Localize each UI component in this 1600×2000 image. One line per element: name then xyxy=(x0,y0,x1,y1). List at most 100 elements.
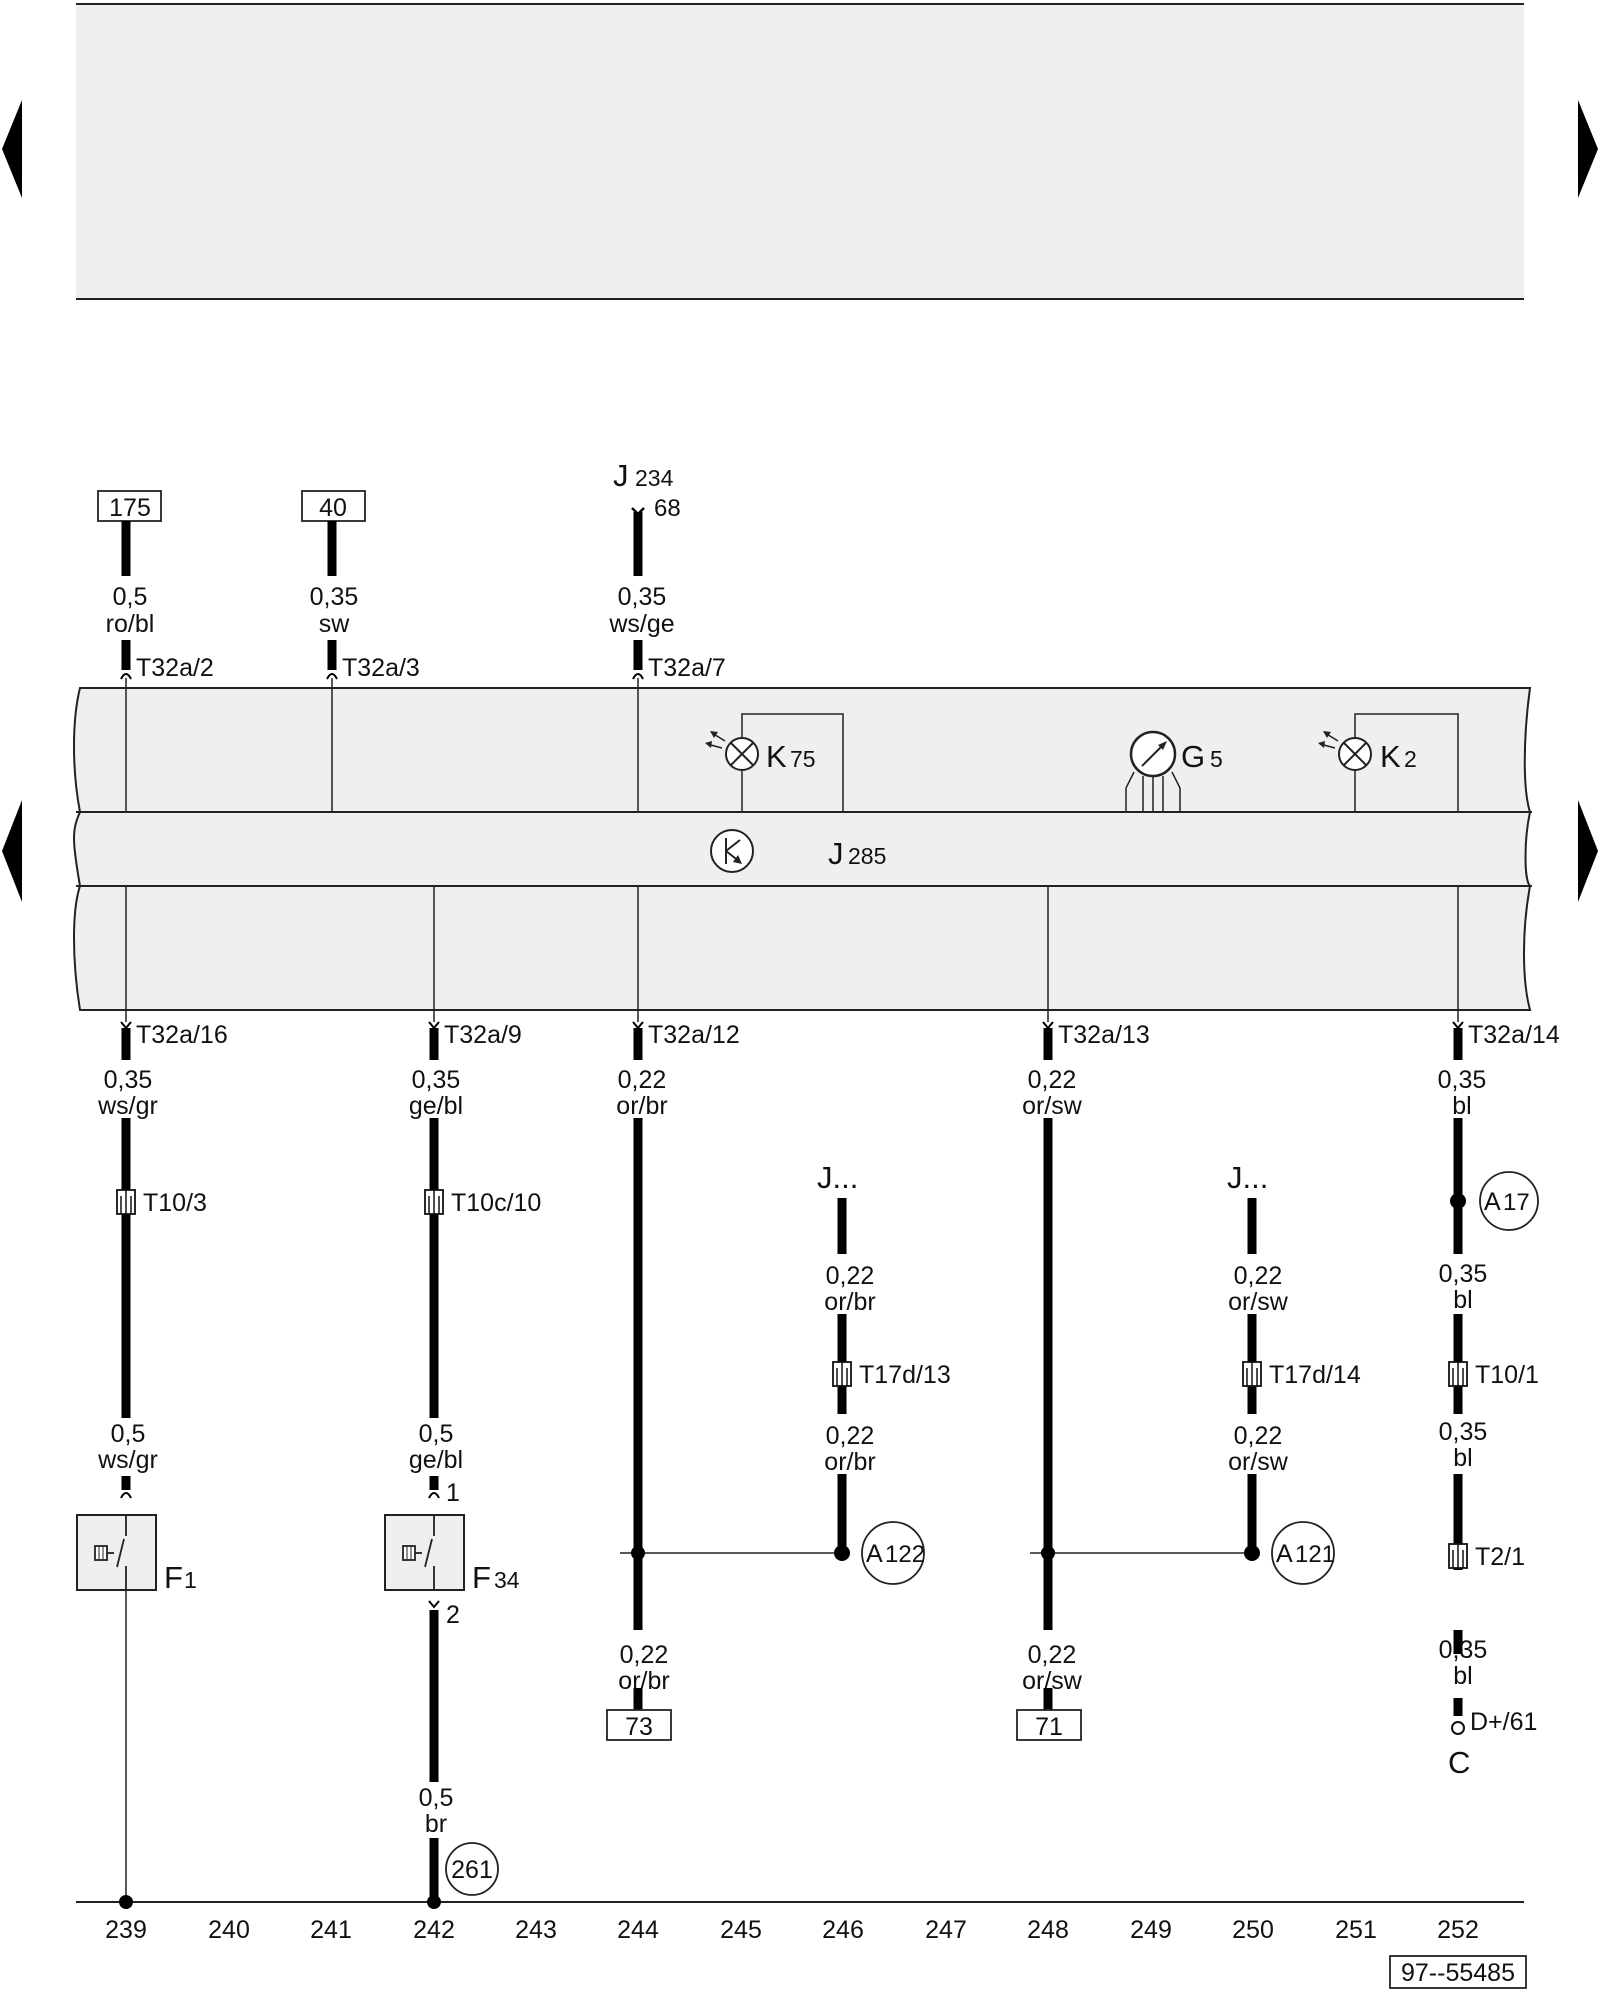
next-section-arrow[interactable] xyxy=(1578,800,1598,902)
ref-175-text: 175 xyxy=(109,494,151,522)
section-number: 245 xyxy=(720,1916,762,1944)
wire-1-size: 0,35 xyxy=(104,1066,153,1094)
top-wire-3-size: 0,35 xyxy=(618,583,667,611)
ref-box-71[interactable] xyxy=(1016,1709,1082,1741)
connector-t10-1: T10/1 xyxy=(1475,1361,1539,1389)
bl-wire-2-color: bl xyxy=(1453,1444,1472,1472)
ground-wire-color: br xyxy=(425,1810,447,1838)
ref-73-wire-size: 0,22 xyxy=(620,1641,669,1669)
prev-section-arrow[interactable] xyxy=(2,800,22,902)
section-number: 239 xyxy=(105,1916,147,1944)
bl-wire-2-size: 0,35 xyxy=(1439,1418,1488,1446)
ref-73-text: 73 xyxy=(625,1713,653,1741)
connector-t2-1: T2/1 xyxy=(1475,1543,1525,1571)
k2-warning-lamp xyxy=(1318,713,1459,812)
terminal-d61-point[interactable] xyxy=(1451,1721,1465,1735)
ref-71-text: 71 xyxy=(1035,1713,1063,1741)
wire-4-size: 0,22 xyxy=(1028,1066,1077,1094)
section-number: 248 xyxy=(1027,1916,1069,1944)
splice-a121-label-sub: 121 xyxy=(1295,1541,1335,1568)
j234-label-sub: 234 xyxy=(635,465,674,491)
connector-t32a-2: T32a/2 xyxy=(136,654,214,682)
inline-connector-pins xyxy=(120,1190,1464,1568)
j1-wire-lower-color: or/br xyxy=(824,1448,875,1476)
f1-wire-color: ws/gr xyxy=(97,1446,158,1474)
f1-label-sub: 1 xyxy=(184,1567,197,1593)
j-ref-2: J... xyxy=(1227,1160,1268,1195)
diagram-id-box xyxy=(1389,1955,1527,1989)
a122-junction-dot-left xyxy=(631,1546,645,1560)
ref-box-40[interactable] xyxy=(301,490,366,522)
splice-a122-label-sub: 122 xyxy=(885,1541,925,1568)
top-wire-2-color: sw xyxy=(319,610,351,638)
control-unit-j285 xyxy=(73,687,1532,1011)
splice-a121-circle[interactable] xyxy=(1271,1521,1335,1585)
f34-switch[interactable] xyxy=(384,1514,465,1591)
splice-a17-circle[interactable] xyxy=(1479,1171,1539,1231)
j234-pin-mark xyxy=(631,507,645,516)
connector-t32a-12: T32a/12 xyxy=(648,1021,740,1049)
k75-label-sub: 75 xyxy=(790,746,816,772)
section-number: 247 xyxy=(925,1916,967,1944)
top-wires xyxy=(121,512,643,670)
ground-junction-239 xyxy=(119,1895,133,1909)
bottom-wires xyxy=(121,1028,1463,1902)
j-ref-1: J... xyxy=(817,1160,858,1195)
top-pin-marks xyxy=(120,673,644,680)
prev-page-arrow[interactable] xyxy=(2,100,22,198)
ref-box-73[interactable] xyxy=(606,1709,672,1741)
section-number: 240 xyxy=(208,1916,250,1944)
connector-t32a-7: T32a/7 xyxy=(648,654,726,682)
wire-5-color: bl xyxy=(1452,1092,1471,1120)
splice-a122-circle[interactable] xyxy=(861,1521,925,1585)
connector-t17d-13: T17d/13 xyxy=(859,1361,951,1389)
f34-pin-1: 1 xyxy=(446,1479,460,1507)
j1-wire-upper-size: 0,22 xyxy=(826,1262,875,1290)
top-wire-1-color: ro/bl xyxy=(106,610,155,638)
a17-junction-dot xyxy=(1450,1193,1466,1209)
j1-wire-lower-size: 0,22 xyxy=(826,1422,875,1450)
ground-point-261-circle[interactable] xyxy=(445,1842,499,1896)
section-number: 252 xyxy=(1437,1916,1479,1944)
ref-71-wire-color: or/sw xyxy=(1022,1667,1083,1695)
wire-1-color: ws/gr xyxy=(97,1092,158,1120)
ground-wire-size: 0,5 xyxy=(419,1784,454,1812)
section-number: 246 xyxy=(822,1916,864,1944)
g5-rev-counter-gauge xyxy=(1125,730,1181,812)
a122-junction-dot-right xyxy=(834,1545,850,1561)
splice-a17-label: A xyxy=(1484,1188,1501,1216)
section-number: 250 xyxy=(1232,1916,1274,1944)
section-number: 251 xyxy=(1335,1916,1377,1944)
j285-label-sub: 285 xyxy=(848,843,886,869)
bottom-pin-marks xyxy=(120,1021,1464,1030)
top-wire-2-size: 0,35 xyxy=(310,583,359,611)
splice-a122-label: A xyxy=(866,1540,883,1568)
f34-pin-2: 2 xyxy=(446,1601,460,1629)
a121-junction-dot-right xyxy=(1244,1545,1260,1561)
j285-processor-symbol xyxy=(710,829,754,873)
a121-junction-dot-left xyxy=(1041,1546,1055,1560)
f34-pin-1-mark xyxy=(428,1492,440,1499)
section-number-row: 239 240 241 242 243 244 245 246 247 248 … xyxy=(105,1916,1479,1944)
internal-connections xyxy=(125,678,1459,1022)
f34-pin-2-mark xyxy=(428,1600,440,1609)
g5-label-sub: 5 xyxy=(1210,746,1223,772)
j1-wire-upper-color: or/br xyxy=(824,1288,875,1316)
ref-71-wire-size: 0,22 xyxy=(1028,1641,1077,1669)
wire-3-color: or/br xyxy=(616,1092,667,1120)
section-number: 243 xyxy=(515,1916,557,1944)
bl-wire-3-size: 0,35 xyxy=(1439,1636,1488,1664)
j285-label: J xyxy=(828,836,844,871)
wire-2-size: 0,35 xyxy=(412,1066,461,1094)
f1-switch[interactable] xyxy=(76,1514,157,1591)
f1-wire-size: 0,5 xyxy=(111,1420,146,1448)
g5-label: G xyxy=(1181,739,1205,774)
j234-label: J xyxy=(613,458,629,493)
wire-4-color: or/sw xyxy=(1022,1092,1083,1120)
splice-a17-label-sub: 17 xyxy=(1503,1189,1530,1216)
section-number: 242 xyxy=(413,1916,455,1944)
next-page-arrow[interactable] xyxy=(1578,100,1598,198)
section-number: 249 xyxy=(1130,1916,1172,1944)
ground-junction-242 xyxy=(427,1895,441,1909)
